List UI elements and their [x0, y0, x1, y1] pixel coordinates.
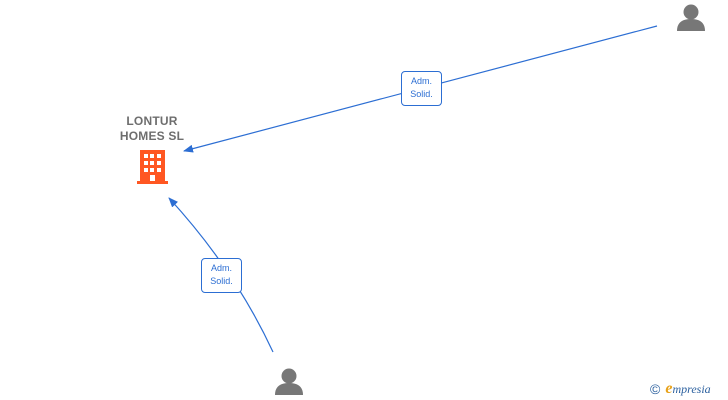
copyright-symbol: © — [650, 381, 661, 397]
relation-label-line2: Solid. — [210, 276, 233, 286]
relation-label: Adm. Solid. — [401, 71, 442, 106]
brand-logo-text: mpresia — [672, 381, 711, 396]
relation-label: Adm. Solid. — [201, 258, 242, 293]
brand-logo-e: e — [665, 380, 673, 397]
relation-label-line1: Adm. — [410, 76, 432, 86]
company-name[interactable]: LONTUR HOMES SL — [119, 114, 185, 143]
person-icon[interactable] — [275, 368, 303, 396]
person-icon[interactable] — [677, 4, 705, 32]
relation-label-line2: Solid. — [410, 89, 433, 99]
empresia-watermark: © e mpresia — [650, 380, 711, 398]
relation-label-line1: Adm. — [210, 263, 232, 273]
building-icon[interactable] — [137, 150, 168, 184]
